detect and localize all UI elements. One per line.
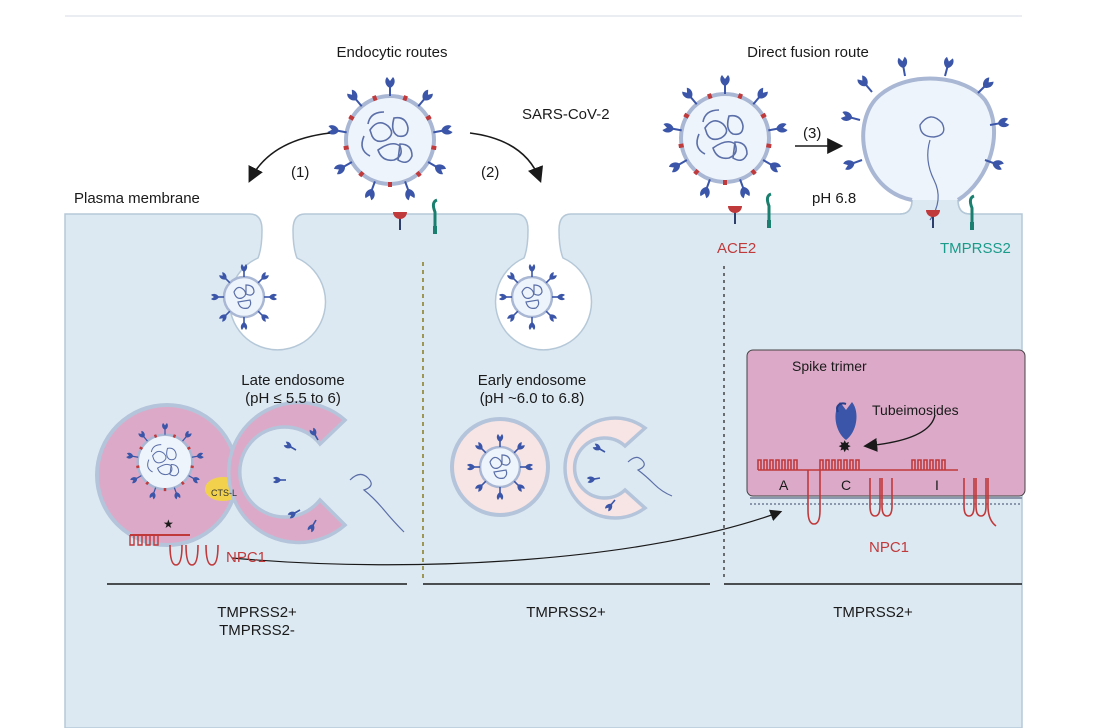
early-endosome-fused: [563, 416, 673, 520]
tmprss2-receptor-direct: [765, 192, 773, 230]
late-endosome-fused: [227, 400, 405, 545]
tmprss2-receptor-fusion: [968, 194, 976, 232]
npc1-membrane-left: [169, 544, 219, 566]
plasma-membrane-label: Plasma membrane: [74, 190, 200, 207]
tmprss2-label: TMPRSS2: [940, 240, 1011, 257]
early-endosome-title: Early endosome: [477, 372, 587, 389]
column-2-line-1: TMPRSS2+: [526, 604, 606, 621]
early-endosome-ph: (pH ~6.0 to 6.8): [479, 390, 585, 407]
virus-endocytic: [327, 77, 453, 201]
npc1-domain-c: C: [841, 477, 852, 493]
npc1-domains: [757, 459, 958, 471]
cts-l-label: CTS-L: [211, 488, 238, 498]
column-1-line-2: TMPRSS2-: [219, 622, 295, 639]
virus-name: SARS-CoV-2: [522, 106, 610, 123]
npc1-link-arrow: [231, 509, 783, 566]
direct-fusion-route-heading: Direct fusion route: [747, 44, 869, 61]
tmprss2-receptor-endocytic: [431, 198, 439, 236]
ph-6-8-label: pH 6.8: [812, 190, 857, 207]
column-3-line-1: TMPRSS2+: [833, 604, 913, 621]
tubeimoside-star: ✸: [838, 439, 851, 456]
npc1-label-right: NPC1: [869, 539, 910, 556]
arrow-route-2: [469, 132, 543, 183]
spike-trimer-label: Spike trimer: [792, 358, 867, 374]
endocytic-routes-heading: Endocytic routes: [336, 44, 448, 61]
route-2-label: (2): [481, 164, 500, 181]
route-3-label: (3): [803, 125, 822, 142]
spike-trimer-shape: [835, 402, 857, 440]
early-endosome: [450, 417, 550, 517]
route-1-label: (1): [291, 164, 310, 181]
arrow-route-1: [248, 132, 331, 183]
npc1-domain-i: I: [935, 477, 939, 493]
ace2-label: ACE2: [717, 240, 757, 257]
tubeimosides-label: Tubeimosides: [872, 402, 959, 418]
endocytic-vesicle-2: [499, 264, 565, 330]
npc1-label-left: NPC1: [226, 549, 267, 566]
late-endosome: ★: [95, 403, 241, 547]
late-endosome-ph: (pH ≤ 5.5 to 6): [245, 390, 341, 407]
virus-direct: [662, 75, 788, 199]
column-1-line-1: TMPRSS2+: [217, 604, 297, 621]
virus-fusing: [839, 55, 1011, 221]
tubeimoside-arrow: [863, 414, 936, 452]
npc1-inset: ✸: [746, 349, 1026, 527]
svg-text:★: ★: [163, 517, 174, 531]
npc1-domain-a: A: [779, 477, 789, 493]
late-endosome-title: Late endosome: [241, 372, 345, 389]
